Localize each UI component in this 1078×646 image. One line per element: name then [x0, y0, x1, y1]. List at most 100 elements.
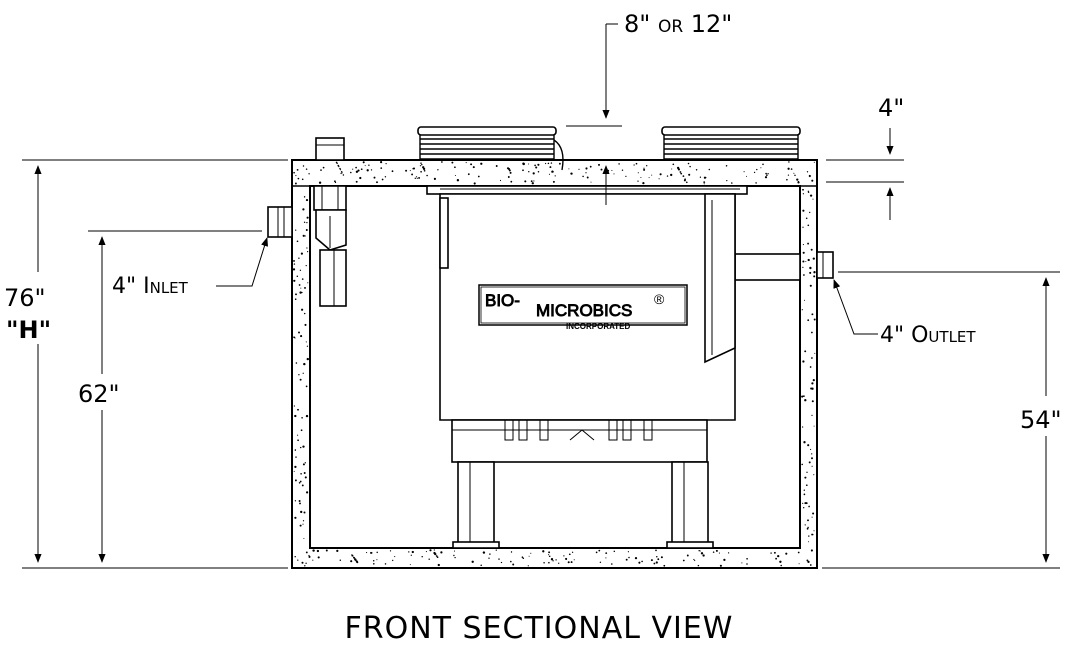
concrete-speck	[565, 558, 567, 560]
concrete-speck	[305, 562, 307, 565]
concrete-speck	[339, 559, 342, 562]
concrete-speck	[663, 564, 666, 567]
concrete-speck	[305, 168, 308, 170]
concrete-speck	[646, 165, 648, 167]
concrete-speck	[305, 341, 307, 343]
concrete-speck	[807, 444, 810, 447]
concrete-speck	[409, 564, 411, 566]
concrete-speck	[796, 178, 799, 181]
concrete-speck	[303, 472, 306, 474]
concrete-speck	[558, 562, 560, 564]
concrete-speck	[702, 554, 705, 557]
concrete-speck	[480, 162, 483, 165]
concrete-speck	[372, 559, 375, 562]
view-title: FRONT SECTIONAL VIEW	[345, 611, 734, 646]
concrete-speck	[299, 378, 302, 381]
concrete-speck	[794, 174, 796, 177]
concrete-speck	[295, 293, 297, 296]
concrete-speck	[785, 552, 788, 555]
module-vents	[504, 419, 653, 441]
concrete-speck	[353, 556, 356, 559]
concrete-speck	[585, 167, 588, 170]
concrete-speck	[685, 181, 688, 184]
brand-part1: BIO-	[485, 291, 520, 310]
concrete-speck	[804, 350, 807, 353]
concrete-speck	[522, 557, 525, 560]
concrete-speck	[500, 561, 503, 564]
concrete-speck	[299, 291, 302, 294]
concrete-speck	[298, 482, 301, 484]
concrete-speck	[637, 172, 639, 174]
concrete-speck	[811, 400, 814, 403]
concrete-speck	[807, 258, 810, 262]
concrete-speck	[408, 551, 410, 553]
outlet-pipe-assembly	[734, 251, 834, 281]
concrete-speck	[302, 165, 305, 167]
concrete-speck	[370, 169, 373, 171]
concrete-speck	[695, 168, 698, 171]
concrete-speck	[686, 554, 689, 557]
concrete-speck	[703, 183, 705, 185]
concrete-speck	[303, 362, 306, 366]
outlet-height-value: 54"	[1020, 406, 1062, 434]
concrete-speck	[425, 551, 427, 553]
concrete-speck	[802, 360, 805, 363]
concrete-speck	[725, 165, 728, 167]
concrete-speck	[777, 554, 780, 558]
concrete-speck	[298, 499, 301, 503]
concrete-speck	[803, 299, 806, 301]
concrete-speck	[312, 549, 315, 552]
concrete-speck	[295, 456, 297, 458]
concrete-speck	[302, 520, 305, 522]
brand-registered: ®	[654, 291, 665, 307]
concrete-speck	[305, 414, 309, 418]
concrete-speck	[570, 561, 573, 564]
concrete-speck	[312, 559, 314, 561]
brand-logo: BIO- MICROBICS ® INCORPORATED	[478, 284, 688, 331]
concrete-speck	[545, 162, 547, 165]
concrete-speck	[804, 524, 806, 526]
concrete-speck	[611, 169, 613, 172]
concrete-speck	[293, 263, 296, 265]
concrete-speck	[477, 175, 480, 178]
dim-lid-thickness: 4"	[826, 94, 904, 220]
concrete-speck	[385, 162, 387, 165]
concrete-speck	[568, 553, 571, 556]
concrete-speck	[303, 221, 306, 224]
concrete-speck	[803, 489, 805, 491]
concrete-speck	[548, 551, 551, 554]
concrete-speck	[293, 171, 295, 174]
concrete-speck	[306, 357, 309, 361]
concrete-speck	[294, 449, 297, 451]
concrete-speck	[296, 168, 299, 171]
concrete-speck	[421, 163, 423, 166]
concrete-speck	[537, 163, 540, 166]
concrete-speck	[746, 557, 748, 560]
concrete-speck	[293, 259, 295, 262]
concrete-speck	[798, 563, 800, 565]
concrete-speck	[658, 178, 660, 180]
concrete-speck	[473, 182, 476, 185]
concrete-speck	[699, 550, 701, 552]
concrete-speck	[801, 395, 804, 398]
concrete-speck	[364, 165, 366, 167]
concrete-speck	[573, 559, 575, 561]
concrete-speck	[780, 564, 782, 567]
concrete-speck	[522, 169, 524, 172]
concrete-speck	[370, 551, 373, 554]
concrete-speck	[301, 561, 304, 564]
concrete-speck	[680, 172, 683, 175]
concrete-speck	[809, 266, 812, 270]
concrete-speck	[803, 493, 806, 496]
concrete-speck	[295, 229, 297, 231]
concrete-speck	[410, 554, 412, 556]
concrete-speck	[811, 533, 814, 536]
concrete-speck	[376, 181, 378, 184]
concrete-speck	[805, 217, 808, 220]
concrete-speck	[420, 170, 422, 173]
concrete-speck	[293, 470, 295, 472]
concrete-speck	[811, 457, 813, 460]
concrete-speck	[653, 562, 656, 565]
concrete-speck	[426, 174, 428, 177]
concrete-speck	[453, 550, 456, 552]
